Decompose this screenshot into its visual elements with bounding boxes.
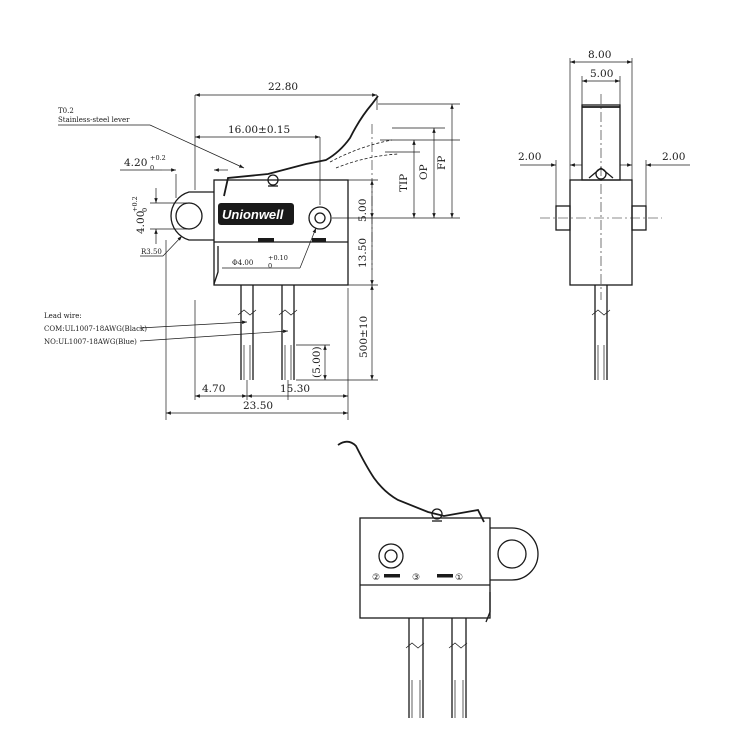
svg-text:+0.2: +0.2	[150, 154, 166, 162]
dim-hole-offset: 4.20	[124, 157, 147, 169]
rear-body	[359, 517, 491, 619]
lever-note-1: T0.2	[58, 107, 74, 115]
front-view: Unionwell	[44, 81, 460, 420]
svg-text:+0.10: +0.10	[268, 254, 288, 262]
dim-wire-spacing: 15.30	[280, 383, 310, 395]
dim-side-boss-left: 2.00	[518, 151, 541, 163]
lever	[223, 95, 379, 197]
dim-side-width-inner: 5.00	[590, 68, 613, 80]
terminal-3-label: ③	[412, 573, 420, 583]
lead-wire-no	[278, 285, 298, 380]
lever-note-2: Stainless-steel lever	[58, 116, 130, 124]
mounting-ear	[170, 191, 214, 241]
lead-wire-com-label: COM:UL1007-18AWG(Black)	[44, 325, 147, 333]
dim-radius: R3.50	[141, 248, 162, 256]
brand-label-bg	[218, 203, 294, 225]
dim-height-top: 5.00	[357, 199, 369, 222]
rear-mount-ear	[490, 527, 539, 581]
lead-wire-no-label: NO:UL1007-18AWG(Blue)	[44, 338, 137, 346]
dim-hole-dia: 4.00	[135, 211, 147, 234]
terminal-1-label: ①	[455, 573, 463, 583]
lead-wire-com	[237, 285, 257, 380]
dim-fp: FP	[436, 156, 448, 170]
brand-label: Unionwell	[222, 207, 284, 222]
dim-strip-length: (5.00)	[311, 346, 323, 378]
rear-view: ② ③ ①	[337, 440, 539, 718]
side-view: 8.00 5.00 2.00 2.00	[518, 49, 690, 380]
terminal-2-label: ②	[372, 573, 380, 583]
mount-hole	[175, 202, 203, 230]
dim-wire-length: 500±10	[358, 316, 370, 358]
dim-side-boss-right: 2.00	[662, 151, 685, 163]
pivot-pin	[308, 206, 332, 230]
svg-text:+0.2: +0.2	[131, 196, 139, 212]
dim-pivot-distance: 16.00±0.15	[228, 124, 290, 136]
dim-op: OP	[418, 164, 430, 180]
dim-tip: TIP	[398, 174, 410, 192]
rear-wire-left	[405, 618, 425, 718]
svg-text:0: 0	[150, 164, 154, 172]
dim-wire-offset-left: 4.70	[202, 383, 225, 395]
rear-lever	[337, 440, 485, 523]
svg-text:0: 0	[268, 262, 272, 270]
side-boss-left	[555, 205, 571, 231]
dim-total-width: 23.50	[243, 400, 273, 412]
rear-wire-right	[448, 618, 468, 718]
dim-overall-width: 22.80	[268, 81, 298, 93]
dim-body-height: 13.50	[357, 238, 369, 268]
rear-mount-hole	[497, 539, 527, 569]
svg-text:0: 0	[141, 208, 149, 212]
lead-wire-title: Lead wire:	[44, 312, 82, 320]
switch-body	[213, 179, 349, 286]
dim-pin-dia: Φ4.00	[232, 259, 253, 267]
dim-side-width-outer: 8.00	[588, 49, 611, 61]
